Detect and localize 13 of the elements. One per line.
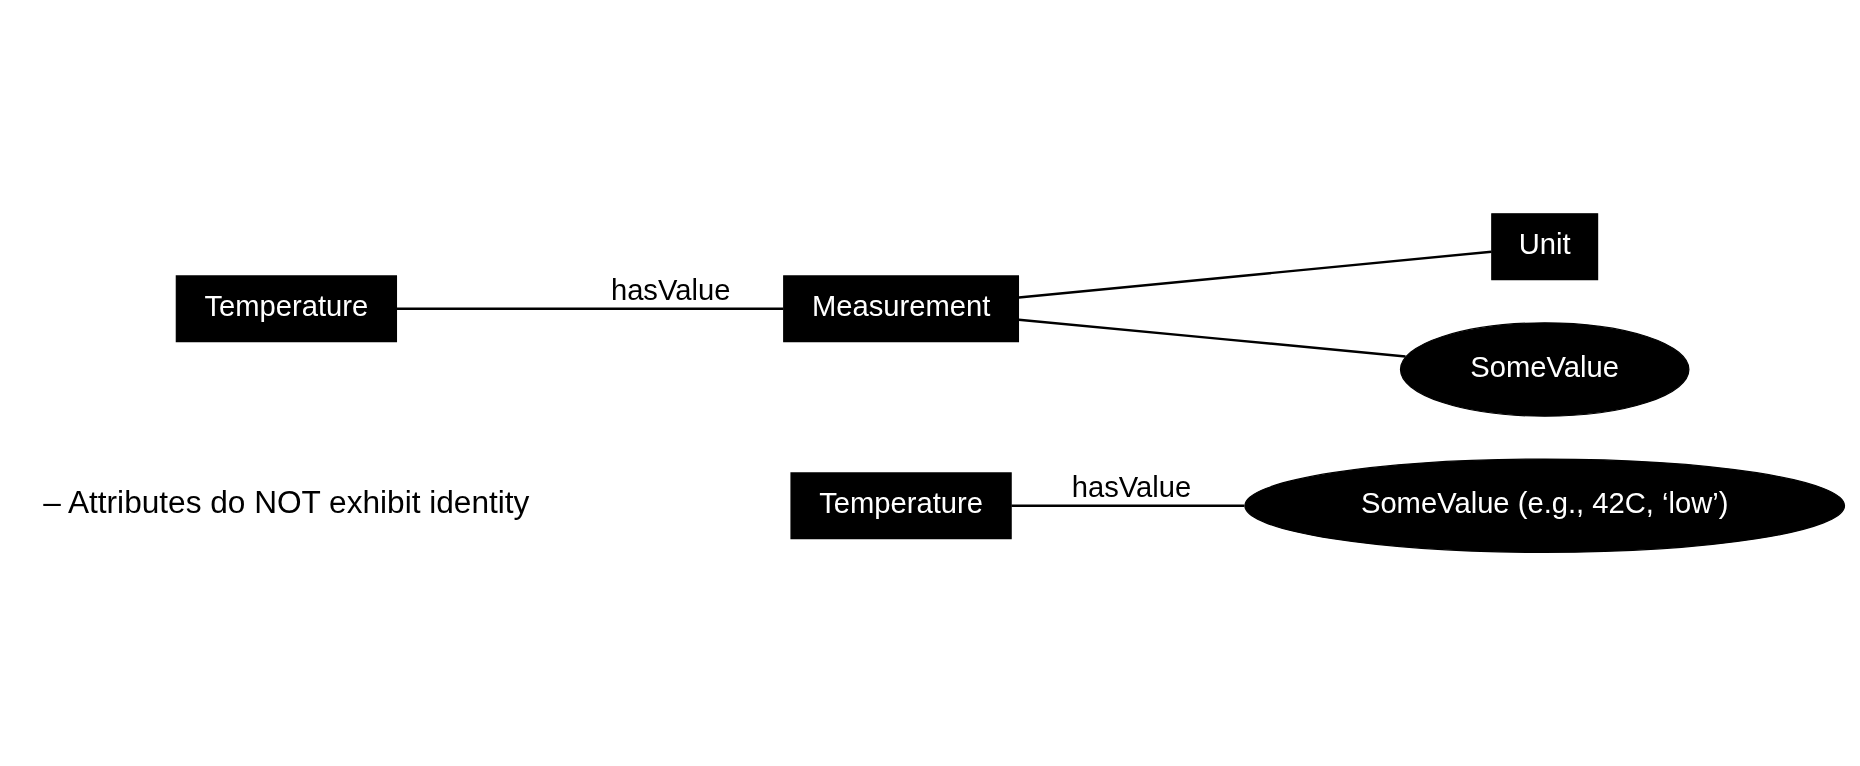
node-ellipse: SomeValue (e.g., 42C, ‘low’) xyxy=(1244,458,1846,553)
edge-label: hasValue xyxy=(1071,471,1192,504)
connector xyxy=(1018,250,1492,299)
node-ellipse: SomeValue xyxy=(1399,322,1690,417)
connector xyxy=(1011,504,1245,507)
node-box: Temperature xyxy=(175,275,398,343)
node-box: Unit xyxy=(1491,213,1599,281)
node-box: Measurement xyxy=(783,275,1020,343)
node-box: Temperature xyxy=(790,472,1012,540)
edge-label: hasValue xyxy=(610,274,731,307)
connector xyxy=(1018,318,1406,358)
connector xyxy=(396,307,784,310)
label: – Attributes do NOT exhibit identity xyxy=(43,484,530,521)
